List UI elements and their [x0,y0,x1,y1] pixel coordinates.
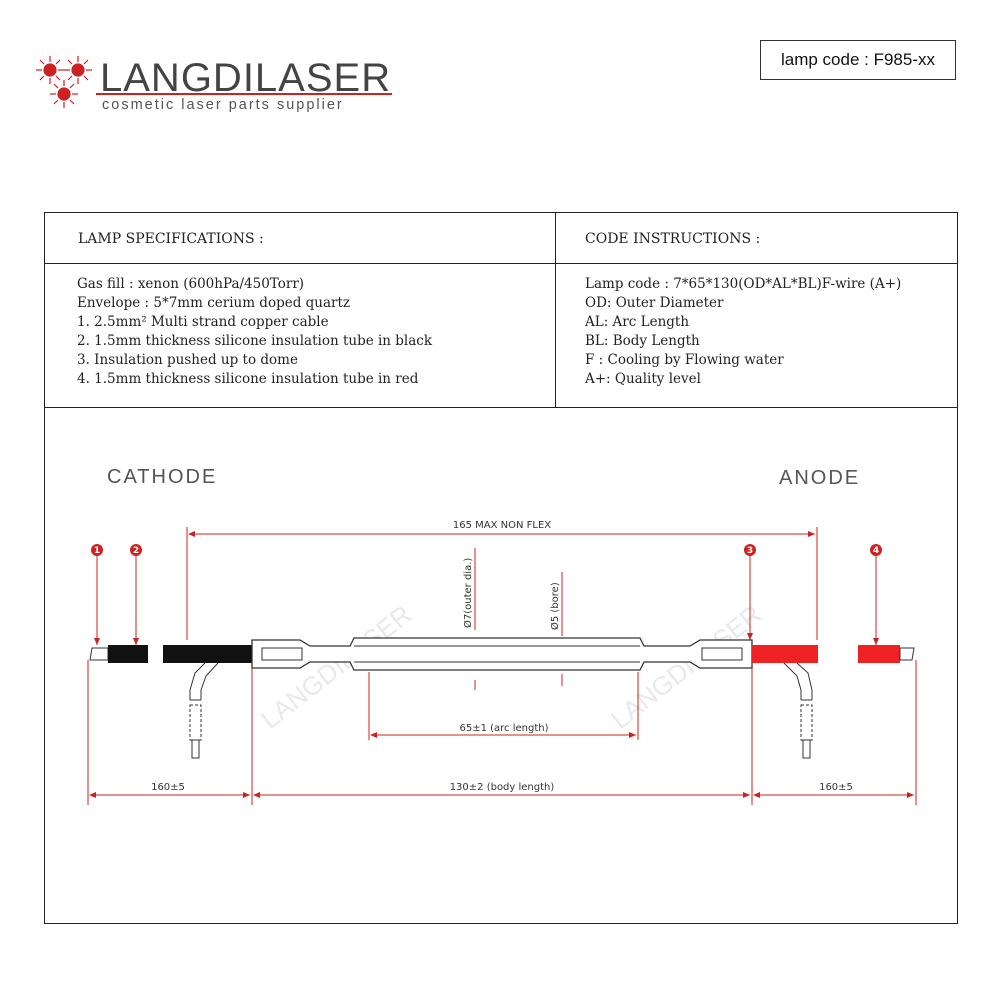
anode-label: ANODE [779,467,860,489]
dim-body-label: 130±2 (body length) [450,782,555,793]
list-item: Gas fill : xenon (600hPa/450Torr) [77,276,305,292]
code-list: Lamp code : 7*65*130(OD*AL*BL)F-wire (A+… [585,275,901,389]
list-item: Lamp code : 7*65*130(OD*AL*BL)F-wire (A+… [585,276,902,292]
dim-total-label: 165 MAX NON FLEX [453,520,551,531]
lamp-code-box: lamp code : F985-xx [760,40,956,80]
list-item: AL: Arc Length [585,314,690,330]
anode-electrode [701,647,743,661]
specs-title: LAMP SPECIFICATIONS : [78,231,264,247]
logo-emblem-icon [36,56,92,108]
list-item: 3. Insulation pushed up to dome [77,352,298,368]
red-insulation-tube [858,645,900,663]
cathode-wire-tip [89,647,109,661]
list-item: F : Cooling by Flowing water [585,352,784,368]
brand-tagline: cosmetic laser parts supplier [102,97,344,113]
marker-1: 1 [94,546,100,556]
dim-left-wire-label: 160±5 [151,782,185,793]
dim-right-wire-label: 160±5 [819,782,853,793]
list-item: BL: Body Length [585,333,700,349]
list-item: 2. 1.5mm thickness silicone insulation t… [77,333,433,349]
brand-underline [96,93,392,95]
cathode-label: CATHODE [107,466,217,488]
red-insulation-tube [752,645,818,663]
table-header-divider [44,263,958,264]
anode-wire-tip [899,647,915,661]
dim-bore-label: Ø5 (bore) [549,582,561,630]
spec-frame [44,212,958,924]
list-item: Envelope : 5*7mm cerium doped quartz [77,295,351,311]
table-bottom-divider [44,407,958,408]
brand-name: LANGDILASER [100,56,392,100]
list-item: A+: Quality level [585,371,701,387]
list-item: 4. 1.5mm thickness silicone insulation t… [77,371,419,387]
list-item: OD: Outer Diameter [585,295,724,311]
cathode-electrode [261,647,303,661]
list-item: 1. 2.5mm² Multi strand copper cable [77,314,329,330]
code-title: CODE INSTRUCTIONS : [585,231,761,247]
marker-3: 3 [747,546,753,556]
black-insulation-tube [108,645,148,663]
black-insulation-tube [163,645,255,663]
table-column-divider [555,212,556,408]
marker-2: 2 [133,546,139,556]
specs-list: Gas fill : xenon (600hPa/450Torr) Envelo… [77,275,432,389]
marker-4: 4 [873,546,879,556]
dim-outer-label: Ø7(outer dia.) [462,558,474,628]
dim-arc-label: 65±1 (arc length) [459,723,548,734]
